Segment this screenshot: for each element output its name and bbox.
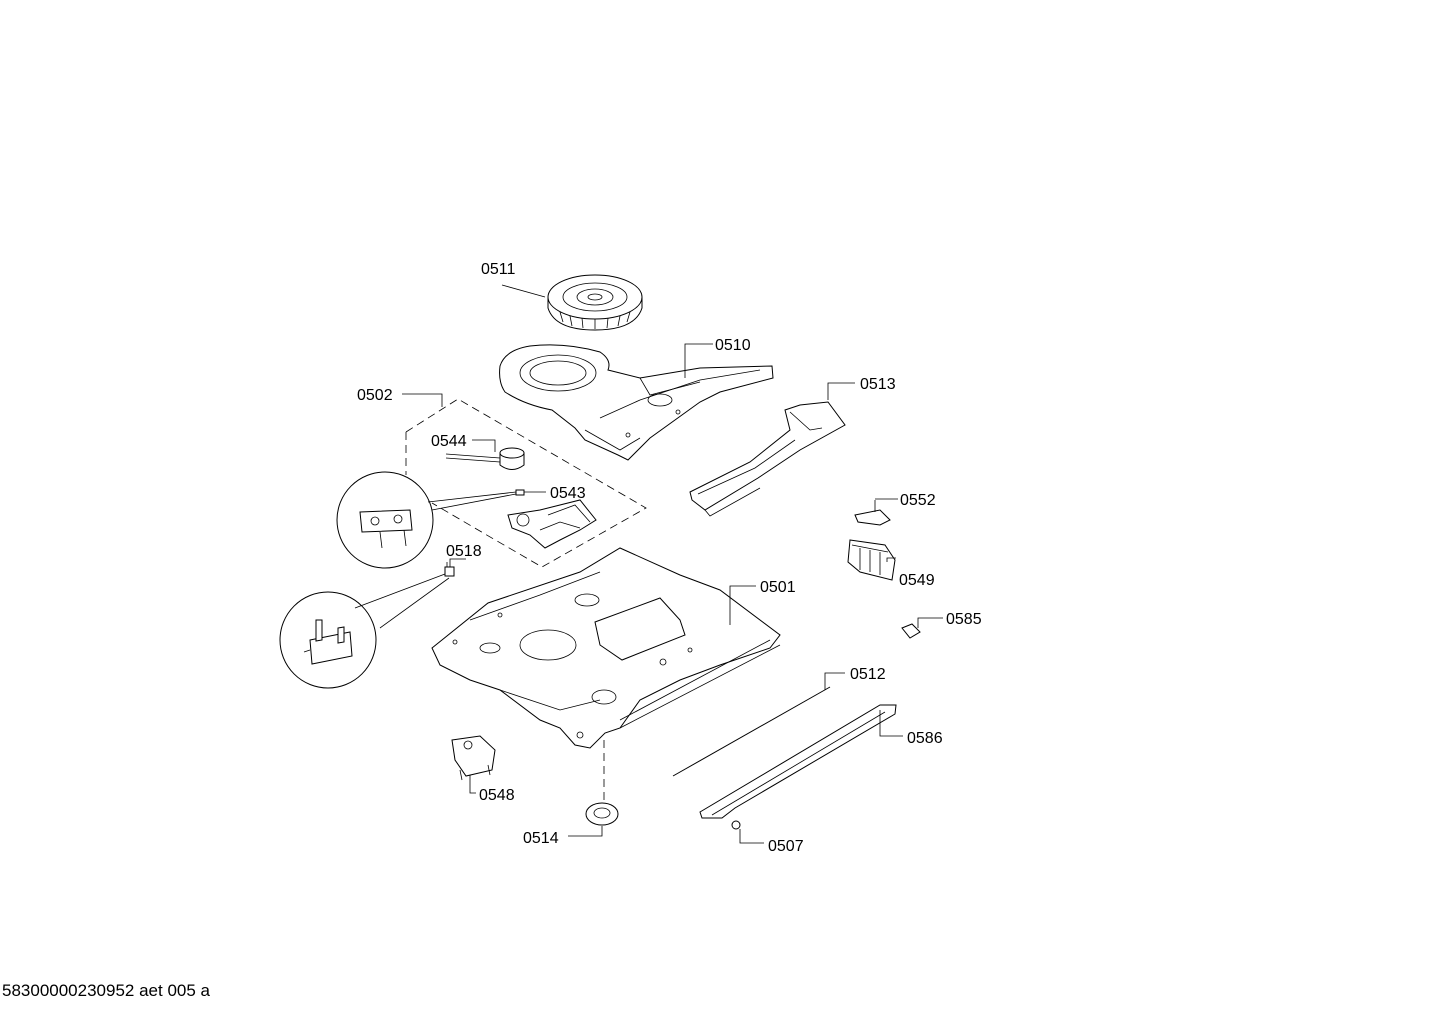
part-0544-motor[interactable] bbox=[445, 447, 525, 470]
label-0507: 0507 bbox=[768, 838, 804, 855]
label-0518: 0518 bbox=[446, 543, 482, 560]
part-0518-sensor[interactable] bbox=[444, 562, 455, 577]
label-0510: 0510 bbox=[715, 337, 751, 354]
label-0501: 0501 bbox=[760, 579, 796, 596]
part-0552-switch[interactable] bbox=[854, 500, 891, 526]
part-0501-base-plate[interactable] bbox=[431, 547, 781, 749]
label-0502: 0502 bbox=[357, 387, 393, 404]
label-0552: 0552 bbox=[900, 492, 936, 509]
label-0512: 0512 bbox=[850, 666, 886, 683]
part-0502-gear-mechanism[interactable] bbox=[507, 499, 597, 549]
leader-lines bbox=[402, 284, 943, 844]
part-0549-terminal-block[interactable] bbox=[847, 539, 896, 581]
part-0513-duct[interactable] bbox=[689, 401, 846, 517]
label-0511: 0511 bbox=[481, 261, 516, 278]
drawing-id: 58300000230952 aet 005 a bbox=[2, 981, 210, 1000]
detail-circle-connector bbox=[336, 471, 517, 569]
label-0513: 0513 bbox=[860, 376, 896, 393]
part-0585-connector[interactable] bbox=[901, 623, 921, 639]
part-0586-rail[interactable] bbox=[699, 704, 897, 819]
part-0510-fan-housing[interactable] bbox=[499, 344, 774, 461]
part-0511-fan-wheel[interactable] bbox=[547, 274, 643, 331]
label-0543: 0543 bbox=[550, 485, 586, 502]
part-0514-seal-ring[interactable] bbox=[585, 802, 619, 826]
part-0543-clip[interactable] bbox=[515, 489, 525, 496]
part-0512-rod[interactable] bbox=[672, 686, 831, 777]
label-0548: 0548 bbox=[479, 787, 515, 804]
detail-circle-thermostat bbox=[279, 573, 450, 689]
part-0548-bracket[interactable] bbox=[451, 735, 496, 781]
label-0586: 0586 bbox=[907, 730, 943, 747]
label-0514: 0514 bbox=[523, 830, 559, 847]
label-0549: 0549 bbox=[899, 572, 935, 589]
part-0507-screw[interactable] bbox=[731, 820, 741, 830]
subassembly-0502-frame bbox=[405, 398, 647, 568]
label-0585: 0585 bbox=[946, 611, 982, 628]
label-0544: 0544 bbox=[431, 433, 467, 450]
part-labels: 0511 0510 0513 0502 0544 0543 0552 0518 … bbox=[357, 261, 982, 855]
